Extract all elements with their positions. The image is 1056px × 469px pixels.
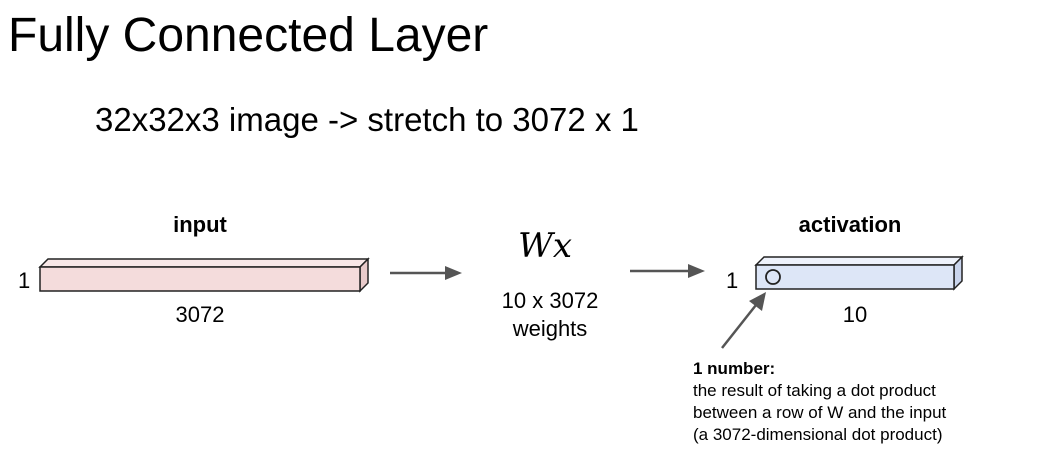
weights-label: weights — [512, 316, 588, 341]
input-length-label: 3072 — [175, 302, 225, 327]
activation-heading: activation — [798, 212, 902, 237]
annotation-text: 1 number: the result of taking a dot pro… — [693, 358, 946, 446]
input-vector-box — [38, 257, 370, 293]
weights-formula: Wx — [517, 226, 573, 266]
annotation-heading: 1 number: — [693, 359, 776, 378]
activation-length-label: 10 — [842, 302, 868, 327]
activation-vector-box — [754, 255, 964, 291]
annotation-arrow — [721, 292, 766, 349]
arrow-input-to-weights — [390, 266, 462, 280]
input-heading: input — [173, 212, 227, 237]
annotation-line-2: between a row of W and the input — [693, 403, 947, 422]
subtitle: 32x32x3 image -> stretch to 3072 x 1 — [95, 101, 639, 138]
input-box-top — [38, 258, 370, 268]
activation-height-label: 1 — [726, 268, 739, 293]
arrow-weights-to-activation — [630, 264, 705, 278]
annotation-line-3: (a 3072-dimensional dot product) — [693, 425, 943, 444]
input-height-label: 1 — [18, 268, 31, 293]
activation-box-top — [754, 256, 964, 266]
activation-box-front — [755, 264, 955, 290]
weights-shape-label: 10 x 3072 — [501, 288, 599, 313]
single-neuron-circle — [765, 269, 781, 285]
page-title: Fully Connected Layer — [8, 9, 489, 62]
input-box-front — [39, 266, 361, 292]
annotation-line-1: the result of taking a dot product — [693, 381, 936, 400]
